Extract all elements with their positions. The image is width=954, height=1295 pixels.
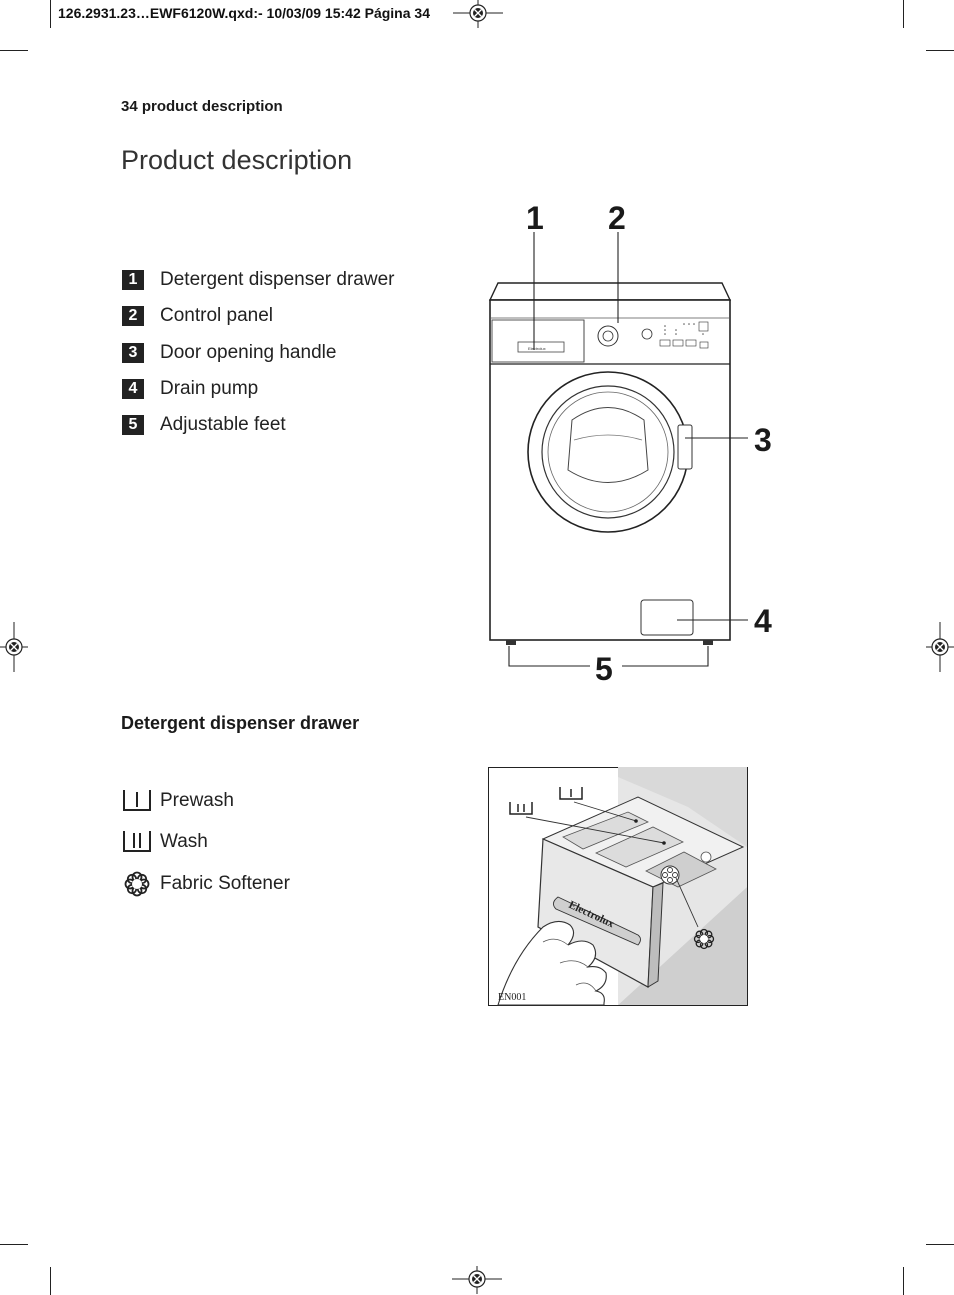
callout-number: 1 [526,200,544,236]
file-slug: 126.2931.23…EWF6120W.qxd:- 10/03/09 15:4… [58,5,430,21]
crop-mark [0,50,28,51]
compartment-item: Wash [122,822,290,864]
compartment-label: Fabric Softener [160,872,290,894]
callout-number: 5 [595,651,613,687]
dispenser-drawer-illustration: Electrolux EN001 [488,767,748,1006]
registration-mark-icon [453,0,503,28]
legend-item: 2 Control panel [122,298,394,334]
crop-mark [50,1267,51,1295]
legend-item: 1 Detergent dispenser drawer [122,262,394,298]
compartment-label: Prewash [160,789,234,811]
crop-mark [50,0,51,28]
registration-mark-icon [0,622,28,672]
legend-label: Control panel [160,305,274,327]
callout-number: 3 [754,422,772,458]
callout-number: 4 [754,603,772,639]
compartment-item: Fabric Softener [122,863,290,905]
crop-mark [926,50,954,51]
parts-legend: 1 Detergent dispenser drawer 2 Control p… [122,262,394,443]
registration-mark-icon [926,622,954,672]
crop-mark [0,1244,28,1245]
figure-code: EN001 [498,992,526,1003]
svg-text:Electrolux: Electrolux [528,346,546,351]
legend-item: 3 Door opening handle [122,335,394,371]
callout-number: 2 [608,200,626,236]
legend-item: 4 Drain pump [122,371,394,407]
legend-label: Drain pump [160,378,259,400]
legend-label: Door opening handle [160,341,337,363]
compartment-item: Prewash [122,780,290,822]
registration-mark-icon [452,1266,502,1294]
fabric-softener-icon [122,871,152,897]
wash-icon [122,829,152,855]
legend-label: Adjustable feet [160,414,286,436]
crop-mark [903,0,904,28]
legend-label: Detergent dispenser drawer [160,269,395,291]
crop-mark [903,1267,904,1295]
legend-item: 5 Adjustable feet [122,407,394,443]
crop-mark [926,1244,954,1245]
legend-number: 1 [122,270,144,291]
legend-number: 4 [122,379,144,400]
legend-number: 5 [122,415,144,436]
drawer-section-heading: Detergent dispenser drawer [121,713,360,733]
legend-number: 2 [122,306,144,327]
page-title: Product description [121,145,353,175]
section-label: 34 product description [121,98,283,115]
drawer-compartment-list: Prewash Wash [122,780,290,905]
prewash-icon [122,788,152,814]
compartment-label: Wash [160,831,208,853]
washing-machine-diagram: 1 2 3 4 5 Electrolux [488,200,772,687]
legend-number: 3 [122,342,144,363]
